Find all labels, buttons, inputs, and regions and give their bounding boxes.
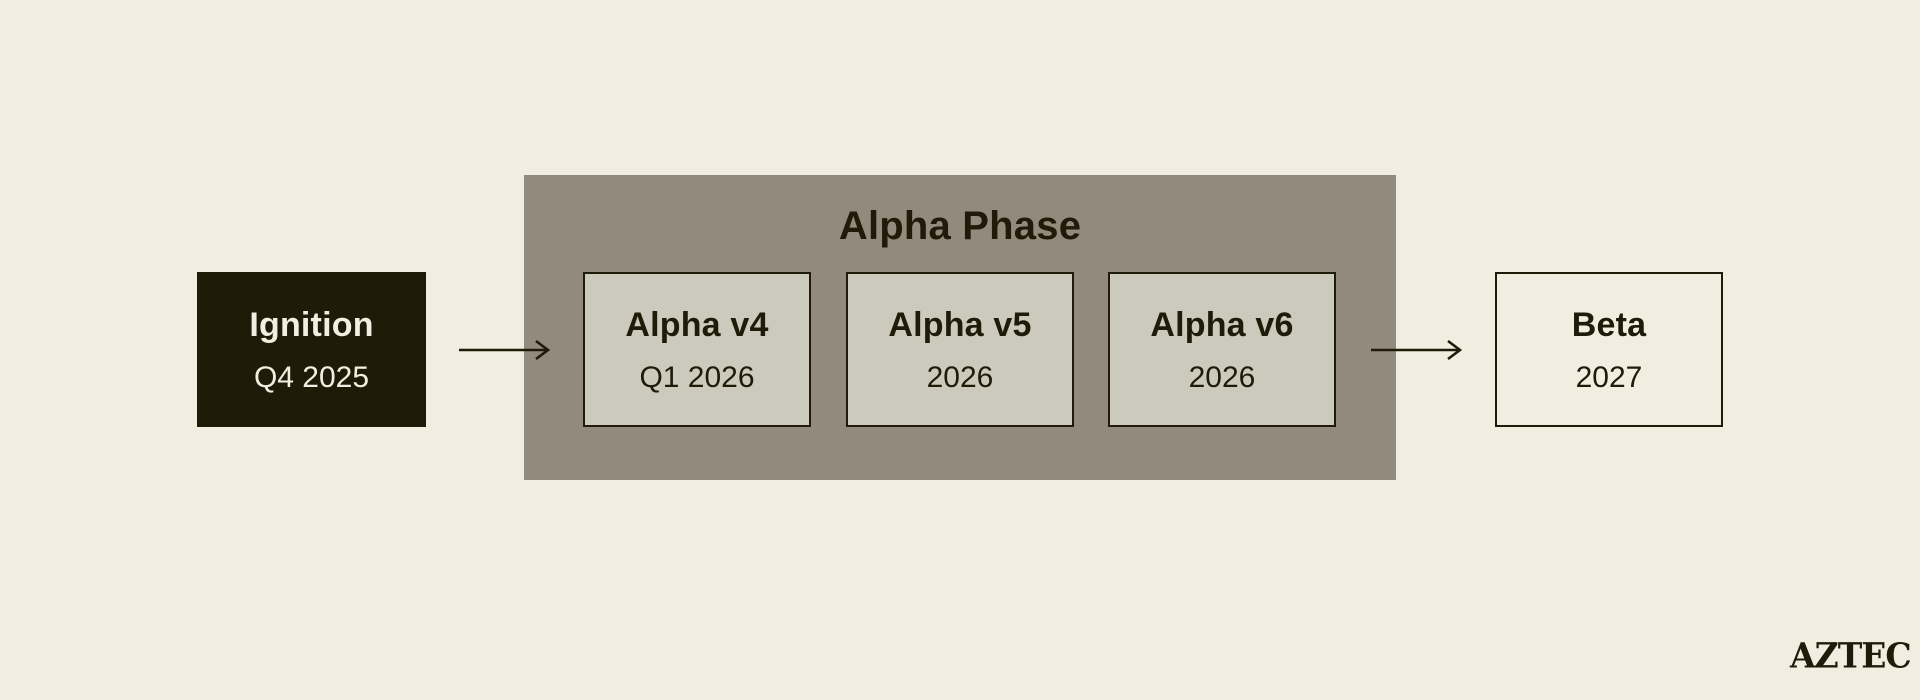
node-alpha-v4-date: Q1 2026: [639, 360, 755, 394]
node-alpha-v5-date: 2026: [926, 360, 994, 394]
node-ignition-title: Ignition: [249, 305, 374, 344]
node-alpha-v5: Alpha v5 2026: [846, 272, 1074, 427]
node-beta-title: Beta: [1571, 305, 1647, 344]
node-alpha-v6: Alpha v6 2026: [1108, 272, 1336, 427]
node-beta: Beta 2027: [1495, 272, 1723, 427]
node-alpha-v5-title: Alpha v5: [888, 305, 1032, 344]
alpha-phase-container: Alpha Phase Alpha v4 Q1 2026 Alpha v5 20…: [524, 175, 1396, 480]
alpha-phase-title: Alpha Phase: [838, 204, 1082, 248]
node-alpha-v4-title: Alpha v4: [625, 305, 769, 344]
node-ignition-date: Q4 2025: [253, 360, 370, 394]
node-alpha-v6-date: 2026: [1188, 360, 1256, 394]
arrow-alpha-to-beta-icon: [1371, 339, 1463, 361]
node-ignition: Ignition Q4 2025: [197, 272, 426, 427]
arrow-ignition-to-alpha-icon: [459, 339, 551, 361]
node-alpha-v4: Alpha v4 Q1 2026: [583, 272, 811, 427]
node-beta-date: 2027: [1575, 360, 1643, 394]
aztec-logo: AZTEC: [1790, 635, 1912, 676]
node-alpha-v6-title: Alpha v6: [1150, 305, 1294, 344]
